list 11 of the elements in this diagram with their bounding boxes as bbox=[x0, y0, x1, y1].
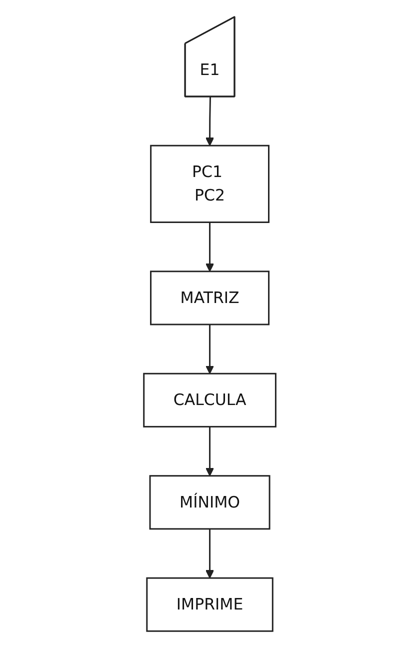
arrow bbox=[206, 222, 214, 272]
arrow bbox=[206, 528, 214, 578]
node-box bbox=[150, 475, 270, 530]
node-box bbox=[150, 270, 270, 326]
flowchart-drawing: E1 PC1 PC2 MATRIZ CALCULA MÍNIMO IMPRIME bbox=[136, 9, 284, 639]
arrow bbox=[206, 426, 214, 476]
arrow bbox=[206, 324, 214, 374]
node-box bbox=[150, 144, 270, 223]
node-box bbox=[143, 372, 277, 428]
node-box bbox=[146, 577, 274, 632]
arrow bbox=[206, 96, 214, 146]
